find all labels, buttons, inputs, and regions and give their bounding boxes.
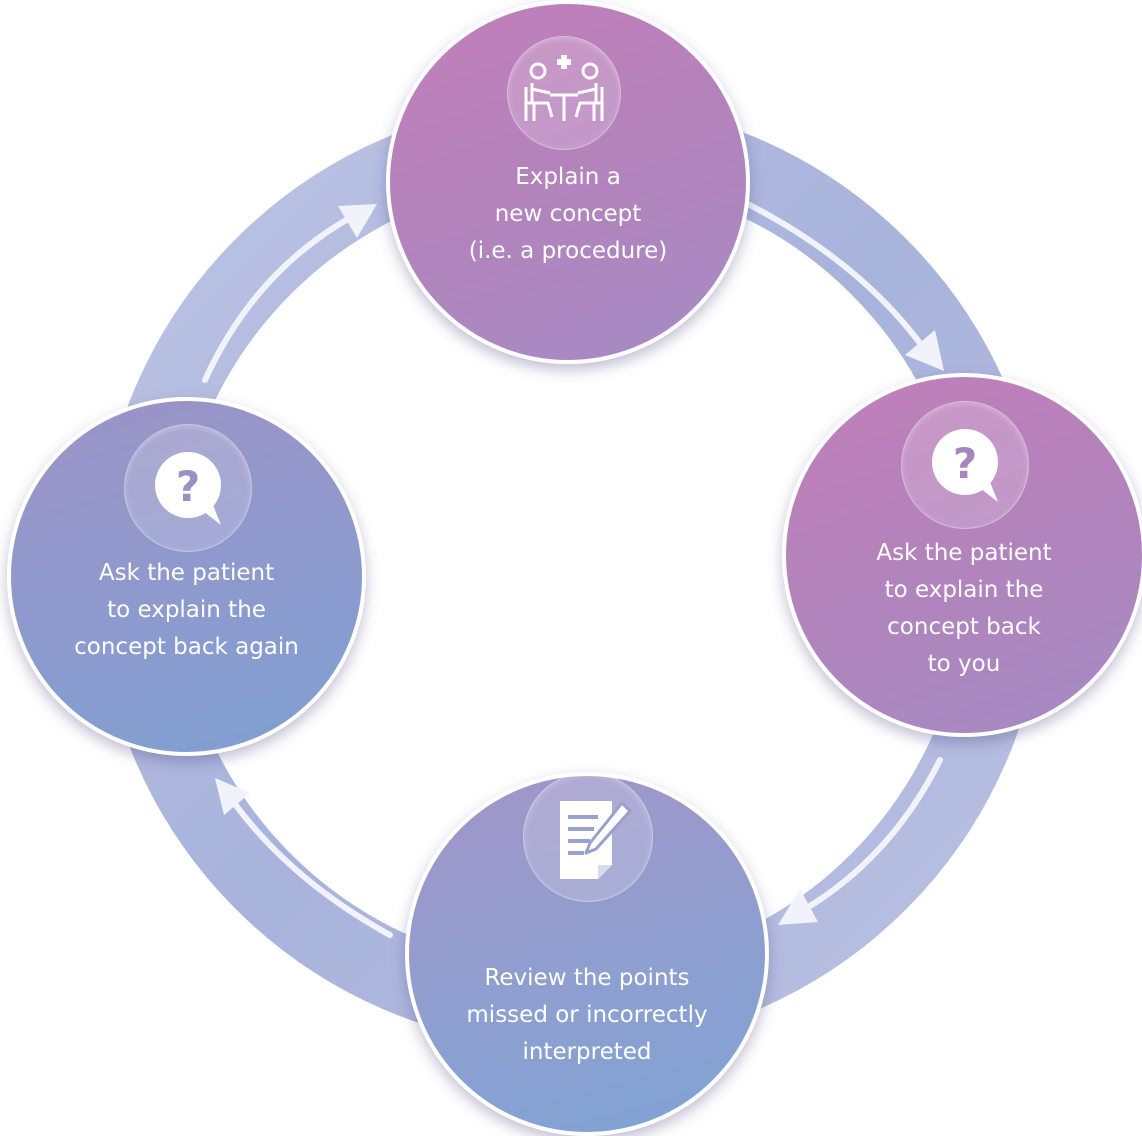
notepad-pencil-icon (523, 772, 653, 902)
question-bubble-icon: ? (901, 401, 1029, 529)
label-line: to you (927, 651, 1001, 677)
arrow-top-to-right (737, 197, 944, 371)
arrow-left-to-top (202, 204, 377, 383)
step-ask-explain-back-label: Ask the patient to explain the concept b… (786, 535, 1142, 683)
step-explain-concept-label: Explain a new concept (i.e. a procedure) (390, 159, 746, 270)
label-line: interpreted (522, 1039, 652, 1065)
step-ask-explain-back: ? Ask the patient to explain the concept… (782, 373, 1142, 737)
label-line: to explain the (884, 577, 1044, 603)
label-line: Review the points (484, 965, 690, 991)
step-review-missed-points-label: Review the points missed or incorrectly … (409, 960, 765, 1071)
step-ask-explain-again-label: Ask the patient to explain the concept b… (11, 555, 362, 666)
label-line: new concept (494, 201, 642, 227)
label-line: Ask the patient (876, 540, 1052, 566)
label-line: (i.e. a procedure) (468, 238, 668, 264)
label-line: to explain the (107, 597, 266, 623)
svg-text:?: ? (176, 462, 200, 511)
step-explain-concept: Explain a new concept (i.e. a procedure) (386, 0, 750, 364)
svg-text:?: ? (953, 439, 977, 488)
label-line: concept back again (74, 634, 299, 660)
label-line: concept back (887, 614, 1041, 640)
arrow-right-to-bottom (778, 757, 943, 925)
consultation-icon (507, 36, 621, 150)
question-bubble-icon: ? (124, 424, 252, 552)
arrow-bottom-to-left (215, 778, 393, 938)
step-review-missed-points: Review the points missed or incorrectly … (405, 772, 769, 1136)
label-line: missed or incorrectly (466, 1002, 708, 1028)
step-ask-explain-again: ? Ask the patient to explain the concept… (7, 397, 366, 756)
label-line: Explain a (515, 164, 621, 190)
label-line: Ask the patient (98, 560, 275, 586)
